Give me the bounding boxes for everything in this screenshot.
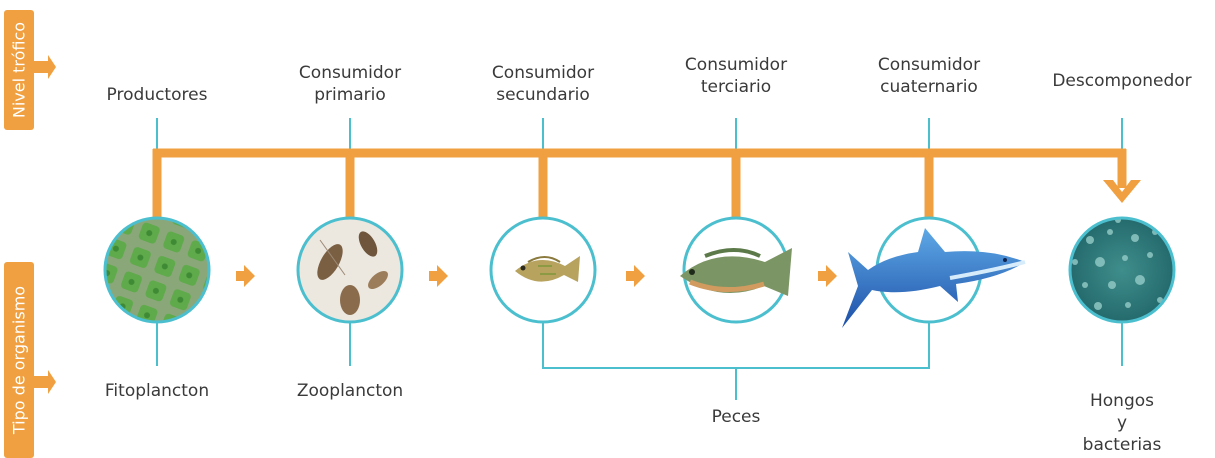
organism-label-1: Fitoplancton	[104, 381, 210, 401]
trophic-label-2: Consumidor primario	[298, 63, 402, 105]
flow-arrow-icon-4	[818, 265, 837, 287]
trophic-label-4: Consumidor terciario	[684, 55, 788, 97]
flow-arrow-icon-3	[626, 265, 645, 287]
trophic-label-6: Descomponedor	[1052, 71, 1192, 91]
fish-group-label: Peces	[711, 407, 761, 427]
trophic-level-tab: Nivel trófico	[4, 10, 34, 130]
organism-label-6: Hongos y bacterias	[1082, 391, 1162, 455]
flow-arrow-icon-1	[236, 265, 255, 287]
trophic-tab-arrow-icon	[34, 55, 56, 79]
zooplankton-image	[296, 216, 404, 324]
organism-label-2: Zooplancton	[296, 381, 404, 401]
fungi-bacteria-image	[1068, 216, 1176, 324]
decomposer-arrow-icon	[1103, 180, 1141, 203]
phytoplankton-image	[103, 216, 211, 324]
organism-type-tab: Tipo de organismo	[4, 262, 34, 458]
shark-image	[842, 216, 1026, 328]
small-fish-image	[489, 216, 597, 324]
trophic-label-3: Consumidor secundario	[491, 63, 595, 105]
trophic-label-5: Consumidor cuaternario	[877, 55, 981, 97]
organism-tab-arrow-icon	[34, 370, 56, 394]
trophic-label-1: Productores	[106, 85, 208, 105]
flow-arrow-icon-2	[429, 265, 448, 287]
medium-fish-image	[680, 216, 792, 324]
fish-group-bracket	[542, 322, 930, 369]
